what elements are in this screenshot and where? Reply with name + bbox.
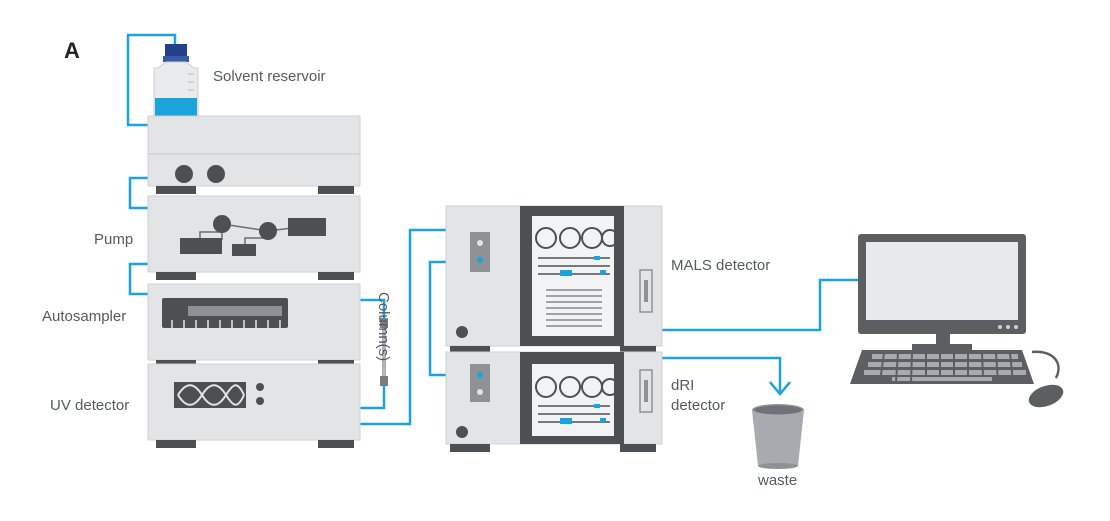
waste-bin <box>752 404 804 469</box>
computer <box>850 234 1064 408</box>
tubing-degasser-to-pump <box>128 176 150 210</box>
label-waste: waste <box>758 472 798 489</box>
bottle-cap <box>165 44 187 58</box>
tubing-pump-to-autosampler <box>128 262 150 296</box>
uv-detector-unit <box>147 363 361 448</box>
waste-arrow-icon <box>769 381 791 396</box>
mouse <box>1028 384 1064 408</box>
autosampler-unit <box>147 283 361 366</box>
label-solvent-reservoir: Solvent reservoir <box>213 68 326 85</box>
cable-mals-to-computer <box>662 278 860 332</box>
panel-letter: A <box>64 38 80 63</box>
label-dri-line1: dRI <box>671 377 695 394</box>
pump-unit <box>147 195 361 280</box>
label-columns: Column(s) <box>375 292 392 362</box>
label-dri-line2: detector <box>671 397 726 414</box>
bottle-solvent <box>155 98 197 116</box>
dri-detector-unit <box>445 351 663 452</box>
degasser-unit <box>147 115 361 194</box>
tubing-reservoir-to-degasser <box>126 33 177 127</box>
label-autosampler: Autosampler <box>42 308 127 325</box>
label-mals-detector: MALS detector <box>671 257 771 274</box>
label-uv-detector: UV detector <box>50 397 130 414</box>
column <box>380 318 388 386</box>
mals-detector-unit <box>445 205 663 354</box>
tubing-dri-to-waste <box>662 356 782 392</box>
solvent-bottle <box>153 44 199 117</box>
label-pump: Pump <box>94 231 134 248</box>
